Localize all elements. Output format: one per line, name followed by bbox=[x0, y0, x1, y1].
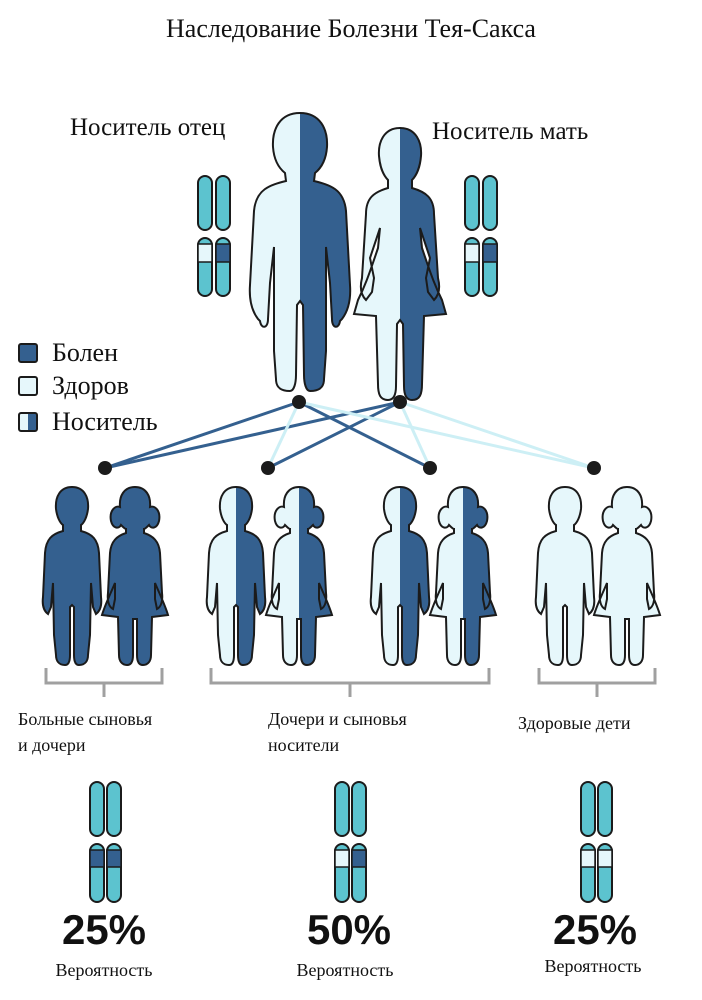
inheritance-lines bbox=[104, 400, 595, 470]
carrier-daughter-1 bbox=[265, 486, 333, 666]
carrier-daughter-2 bbox=[429, 486, 497, 666]
legend-healthy: Здоров bbox=[18, 371, 129, 401]
affected-daughter bbox=[101, 486, 169, 666]
legend-label-affected: Болен bbox=[52, 338, 119, 367]
father-chromosome-pair bbox=[197, 175, 231, 297]
healthy-chromosome-pair bbox=[580, 781, 613, 903]
group-label-healthy: Здоровые дети bbox=[518, 710, 630, 736]
legend-label-carrier: Носитель bbox=[52, 407, 158, 436]
page-title: Наследование Болезни Тея-Сакса bbox=[166, 14, 536, 43]
junction-dots bbox=[98, 395, 601, 475]
carrier-swatch bbox=[18, 412, 38, 432]
percent-affected: 25% bbox=[61, 906, 147, 953]
affected-son bbox=[41, 486, 103, 666]
group-label-carrier-line1: Дочери и сыновья bbox=[268, 709, 407, 729]
legend-label-healthy: Здоров bbox=[52, 371, 129, 400]
affected-chromosome-pair bbox=[89, 781, 122, 903]
percent-carrier: 50% bbox=[306, 906, 392, 953]
group-label-affected-line2: и дочери bbox=[18, 735, 86, 755]
probability-label-healthy: Вероятность bbox=[544, 956, 642, 976]
healthy-son bbox=[534, 486, 596, 666]
legend-carrier: Носитель bbox=[18, 407, 158, 437]
group-label-carrier: Дочери и сыновья носители bbox=[268, 706, 407, 758]
healthy-swatch bbox=[18, 376, 38, 396]
father-label: Носитель отец bbox=[70, 114, 226, 141]
mother-label: Носитель мать bbox=[432, 118, 589, 145]
probability-label-carrier: Вероятность bbox=[296, 960, 394, 980]
healthy-daughter bbox=[593, 486, 661, 666]
mother-chromosome-pair bbox=[464, 175, 498, 297]
group-brackets bbox=[44, 668, 657, 697]
group-label-affected: Больные сыновья и дочери bbox=[18, 706, 152, 758]
group-label-healthy-line1: Здоровые дети bbox=[518, 713, 631, 733]
mother-figure bbox=[353, 127, 447, 401]
percent-healthy: 25% bbox=[552, 906, 638, 953]
carrier-chromosome-pair bbox=[334, 781, 367, 903]
group-label-carrier-line2: носители bbox=[268, 735, 340, 755]
legend-affected: Болен bbox=[18, 338, 118, 368]
father-figure bbox=[248, 112, 352, 392]
carrier-son-1 bbox=[205, 486, 267, 666]
probability-label-affected: Вероятность bbox=[55, 960, 153, 980]
group-label-affected-line1: Больные сыновья bbox=[18, 709, 153, 729]
affected-swatch bbox=[18, 343, 38, 363]
carrier-son-2 bbox=[369, 486, 431, 666]
